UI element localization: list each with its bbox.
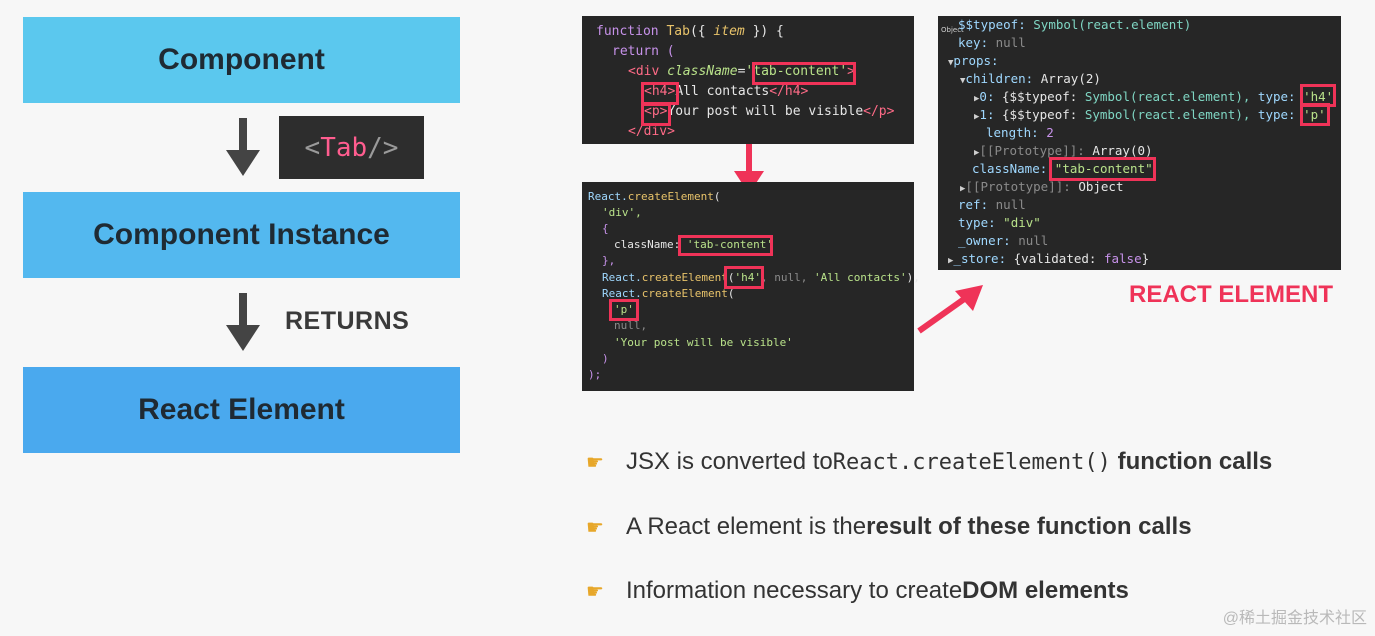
bullet-item: ☛ JSX is converted to React.createElemen…	[586, 448, 1273, 475]
pointing-hand-icon: ☛	[586, 580, 604, 603]
react-element-label: React Element	[138, 393, 345, 426]
create-element-code-panel: React.createElement( 'div', { className:…	[582, 182, 920, 391]
highlight-classname	[678, 235, 773, 256]
highlight-p	[609, 299, 639, 321]
highlight-p	[641, 103, 671, 126]
highlight-h4	[724, 266, 764, 289]
pointing-hand-icon: ☛	[586, 451, 604, 474]
pointing-hand-icon: ☛	[586, 516, 604, 539]
object-badge: Object	[941, 26, 964, 34]
highlight-h4	[641, 82, 679, 105]
component-instance-box: Component Instance	[23, 192, 460, 278]
arrow-down-icon	[226, 293, 260, 351]
component-instance-label: Component Instance	[93, 218, 390, 251]
react-element-object-panel: Object $$typeof: Symbol(react.element) k…	[938, 16, 1341, 270]
highlight-classname	[752, 62, 856, 85]
highlight-p	[1300, 103, 1330, 126]
react-element-caption: REACT ELEMENT	[1129, 281, 1333, 308]
component-box: Component	[23, 17, 460, 103]
tab-name: Tab	[320, 132, 368, 163]
bullet-item: ☛ A React element is the result of these…	[586, 513, 1192, 540]
returns-label: RETURNS	[285, 307, 410, 335]
tab-jsx-chip: <Tab />	[279, 116, 424, 179]
react-element-box: React Element	[23, 367, 460, 453]
arrow-down-icon	[226, 118, 260, 176]
jsx-code-panel: function Tab({ item }) { return ( <div c…	[582, 16, 914, 144]
watermark: @稀土掘金技术社区	[1222, 610, 1367, 627]
highlight-classname	[1049, 157, 1156, 181]
component-label: Component	[158, 43, 325, 76]
arrow-up-right-icon	[917, 285, 983, 334]
bullet-item: ☛ Information necessary to create DOM el…	[586, 577, 1129, 604]
